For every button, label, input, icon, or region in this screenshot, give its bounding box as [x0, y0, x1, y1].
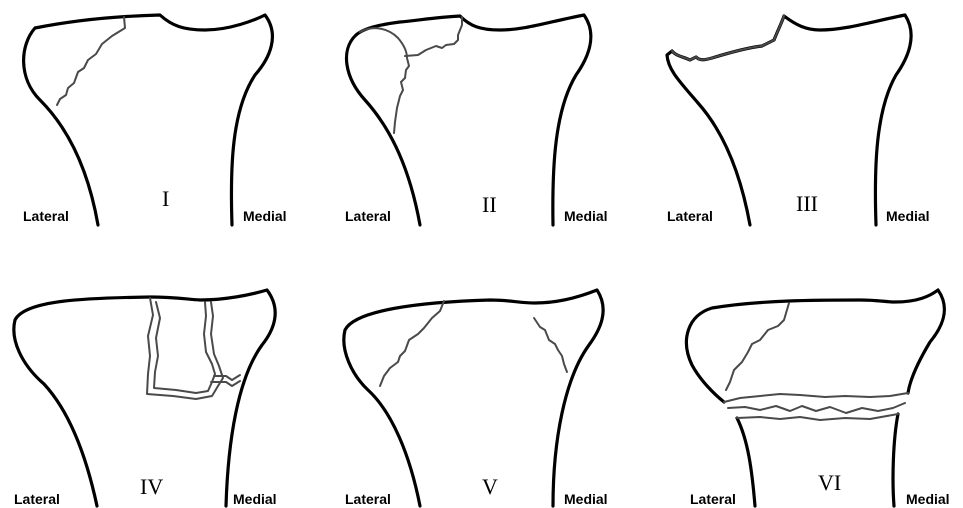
- medial-label: Medial: [886, 208, 930, 224]
- fracture-medial: [534, 318, 567, 372]
- type-numeral: V: [482, 474, 498, 499]
- type-numeral: IV: [140, 474, 163, 499]
- medial-label: Medial: [243, 208, 287, 224]
- tibia-outline: [346, 15, 590, 225]
- lateral-label: Lateral: [345, 491, 391, 507]
- fracture-depression-line: [672, 16, 784, 60]
- fracture-lateral: [380, 301, 444, 386]
- lateral-label: Lateral: [345, 208, 391, 224]
- tibia-proximal-fragment: [686, 290, 944, 402]
- panel-type-3: Lateral Medial III: [667, 15, 930, 225]
- tibia-outline: [667, 15, 911, 225]
- fracture-medial-plateau-inner: [154, 302, 215, 393]
- panel-type-4: Lateral Medial IV: [14, 290, 277, 507]
- panel-type-6: Lateral Medial VI: [686, 290, 949, 507]
- panel-type-5: Lateral Medial V: [344, 290, 608, 507]
- tibia-outline: [344, 290, 603, 506]
- type-numeral: I: [162, 186, 169, 211]
- type-numeral: VI: [818, 470, 841, 495]
- medial-label: Medial: [906, 491, 950, 507]
- lateral-label: Lateral: [23, 208, 69, 224]
- lateral-label: Lateral: [667, 208, 713, 224]
- fracture-metaphyseal-upper: [724, 393, 908, 402]
- fracture-depression: [405, 17, 462, 56]
- medial-label: Medial: [564, 491, 608, 507]
- fracture-line: [57, 17, 125, 105]
- fracture-split: [360, 28, 409, 133]
- type-numeral: II: [482, 192, 497, 217]
- fracture-lateral-plateau: [726, 303, 789, 390]
- lateral-label: Lateral: [690, 491, 736, 507]
- medial-label: Medial: [564, 208, 608, 224]
- panel-type-2: Lateral Medial II: [345, 15, 608, 225]
- type-numeral: III: [796, 191, 818, 216]
- lateral-label: Lateral: [14, 491, 60, 507]
- fracture-spur: [211, 381, 240, 386]
- medial-label: Medial: [233, 491, 277, 507]
- fracture-spur-inner: [214, 375, 240, 380]
- panel-type-1: Lateral Medial I: [23, 15, 287, 225]
- fracture-metaphyseal-lower: [728, 403, 905, 413]
- tibia-outline: [24, 15, 273, 225]
- fracture-metaphyseal-shaft-edge: [737, 414, 898, 420]
